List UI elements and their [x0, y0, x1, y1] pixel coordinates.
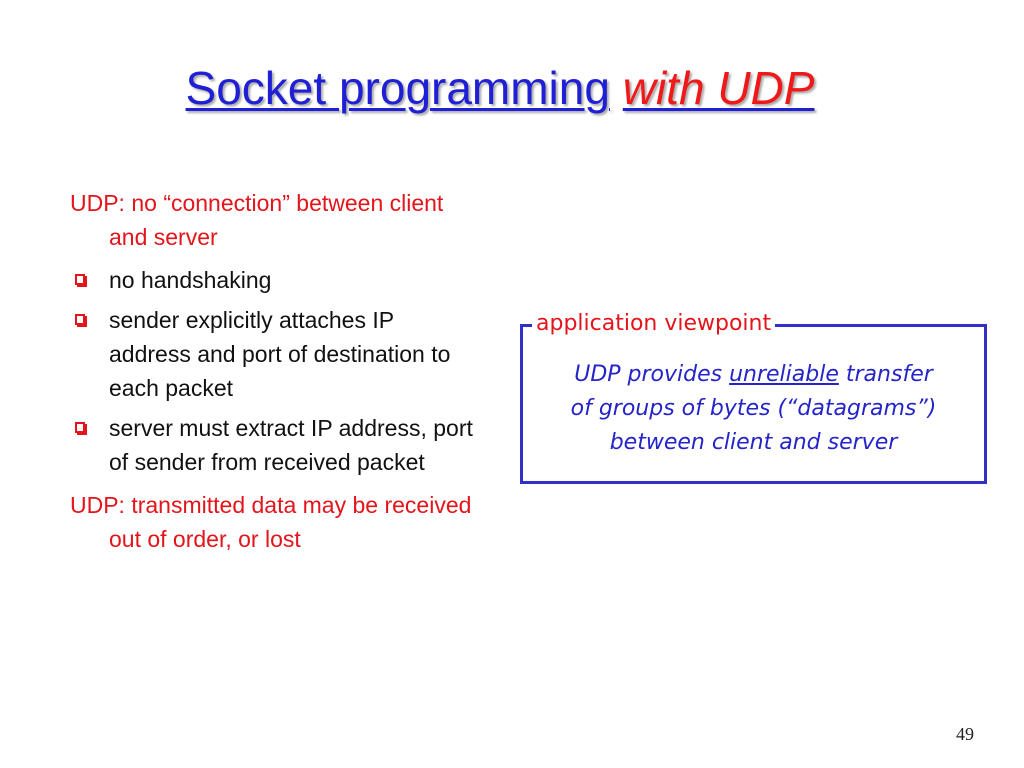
udp-connection-paragraph: UDP: no “connection” between client and … — [70, 190, 444, 250]
viewpoint-line-3: between client and server — [609, 430, 898, 455]
hollow-square-bullet-icon — [75, 314, 85, 325]
udp-data-order-paragraph: UDP: transmitted data may be received ou… — [70, 492, 472, 552]
viewpoint-line-1-pre: UDP provides — [574, 362, 723, 387]
slide-title-accent: with UDP — [622, 62, 815, 114]
viewpoint-line-1-post: transfer — [845, 362, 933, 387]
viewpoint-line-2: of groups of bytes (“datagrams”) — [570, 396, 937, 421]
bullet-text: no handshaking — [109, 267, 272, 293]
viewpoint-line-1: UDP provides unreliable transfer — [523, 358, 984, 392]
list-item: server must extract IP address, port of … — [70, 411, 480, 479]
udp-bullet-list: no handshaking sender explicitly attache… — [70, 263, 480, 479]
hollow-square-bullet-icon — [75, 422, 85, 433]
application-viewpoint-text: UDP provides unreliable transfer of grou… — [523, 358, 984, 460]
slide-title-main: Socket programming — [185, 62, 610, 114]
hollow-square-bullet-icon — [75, 274, 85, 285]
bullet-text: server must extract IP address, port of … — [109, 415, 473, 475]
list-item: no handshaking — [70, 263, 480, 297]
list-item: sender explicitly attaches IP address an… — [70, 303, 480, 405]
page-number: 49 — [956, 724, 974, 744]
application-viewpoint-legend: application viewpoint — [532, 308, 776, 340]
bullet-text: sender explicitly attaches IP address an… — [109, 307, 451, 401]
content-column: UDP: no “connection” between client and … — [70, 186, 480, 565]
slide-title: Socket programming with UDP — [0, 58, 1000, 118]
unreliable-emphasis: unreliable — [729, 362, 839, 387]
